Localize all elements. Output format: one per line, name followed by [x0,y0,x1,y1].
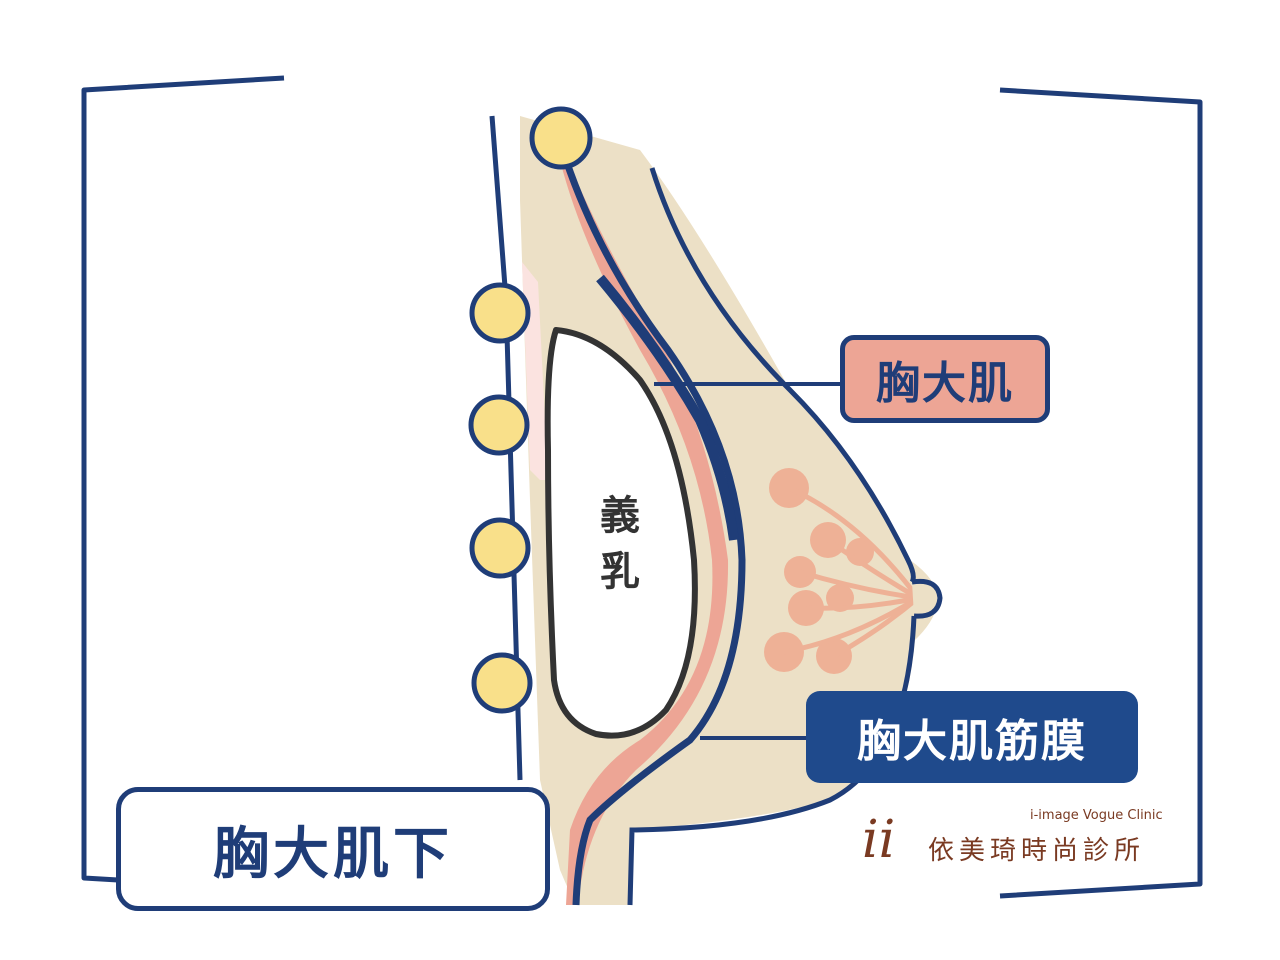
label-implant: 義乳 [588,488,652,600]
rib-5 [471,652,533,714]
label-implant-char: 乳 [600,549,640,595]
pectoral-fascia-thick [596,274,739,541]
pectoralis-major-muscle [560,160,729,905]
label-pectoralis-major: 胸大肌 [840,335,1050,423]
label-pectoral-fascia: 胸大肌筋膜 [806,691,1138,783]
rib-4 [469,517,531,579]
logo-chinese-name: 依美琦時尚診所 [928,836,1146,866]
clinic-logo: ii i-image Vogue Clinic 依美琦時尚診所 [862,808,1163,870]
logo-mark: ii [862,810,896,870]
ribs [468,106,593,714]
rib-1 [529,106,593,170]
logo-english-name: i-image Vogue Clinic [1030,808,1163,823]
breast-implant [544,327,698,739]
breast-contour [649,167,916,584]
left-frame-bracket [81,75,285,883]
rib-3 [468,394,530,456]
right-frame-bracket [999,87,1203,899]
pectoral-fascia-line [562,158,746,906]
label-implant-char: 義 [600,493,640,539]
nipple [911,578,943,619]
rib-2 [469,282,531,344]
label-submuscular: 胸大肌下 [116,787,550,911]
mammary-glands [764,468,921,674]
